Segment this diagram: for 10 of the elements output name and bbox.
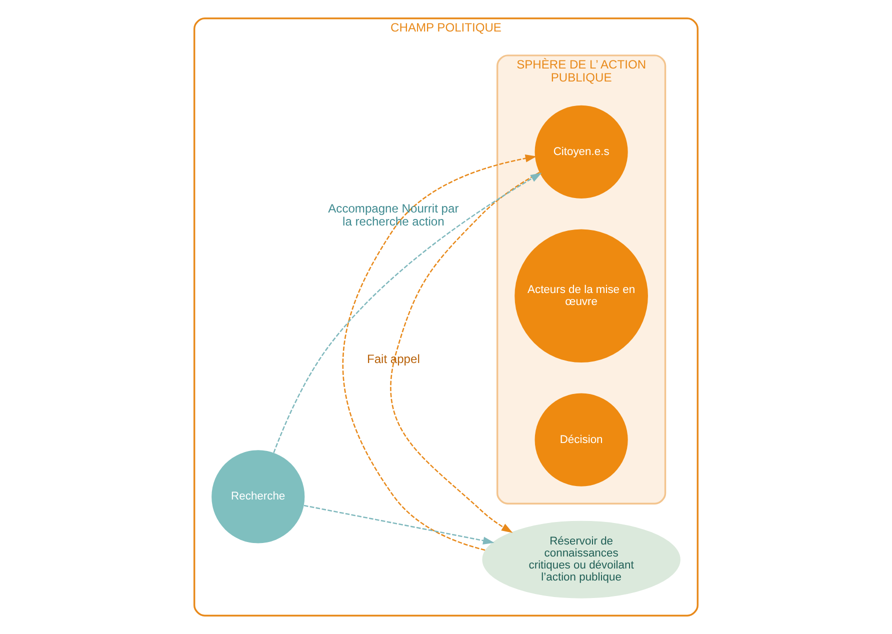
arrow (390, 172, 540, 533)
node-circle: Décision (534, 393, 628, 486)
edge-label: Fait appel (366, 352, 420, 366)
arrow (342, 154, 537, 551)
node-circle: Citoyen.e.s (534, 105, 628, 198)
edge-label: Accompagne Nourrit par la recherche action (328, 201, 459, 228)
arrow (273, 172, 542, 454)
node-circle: Acteurs de la mise en œuvre (514, 229, 648, 363)
arrow (304, 504, 494, 544)
node-circle: Recherche (212, 450, 305, 544)
